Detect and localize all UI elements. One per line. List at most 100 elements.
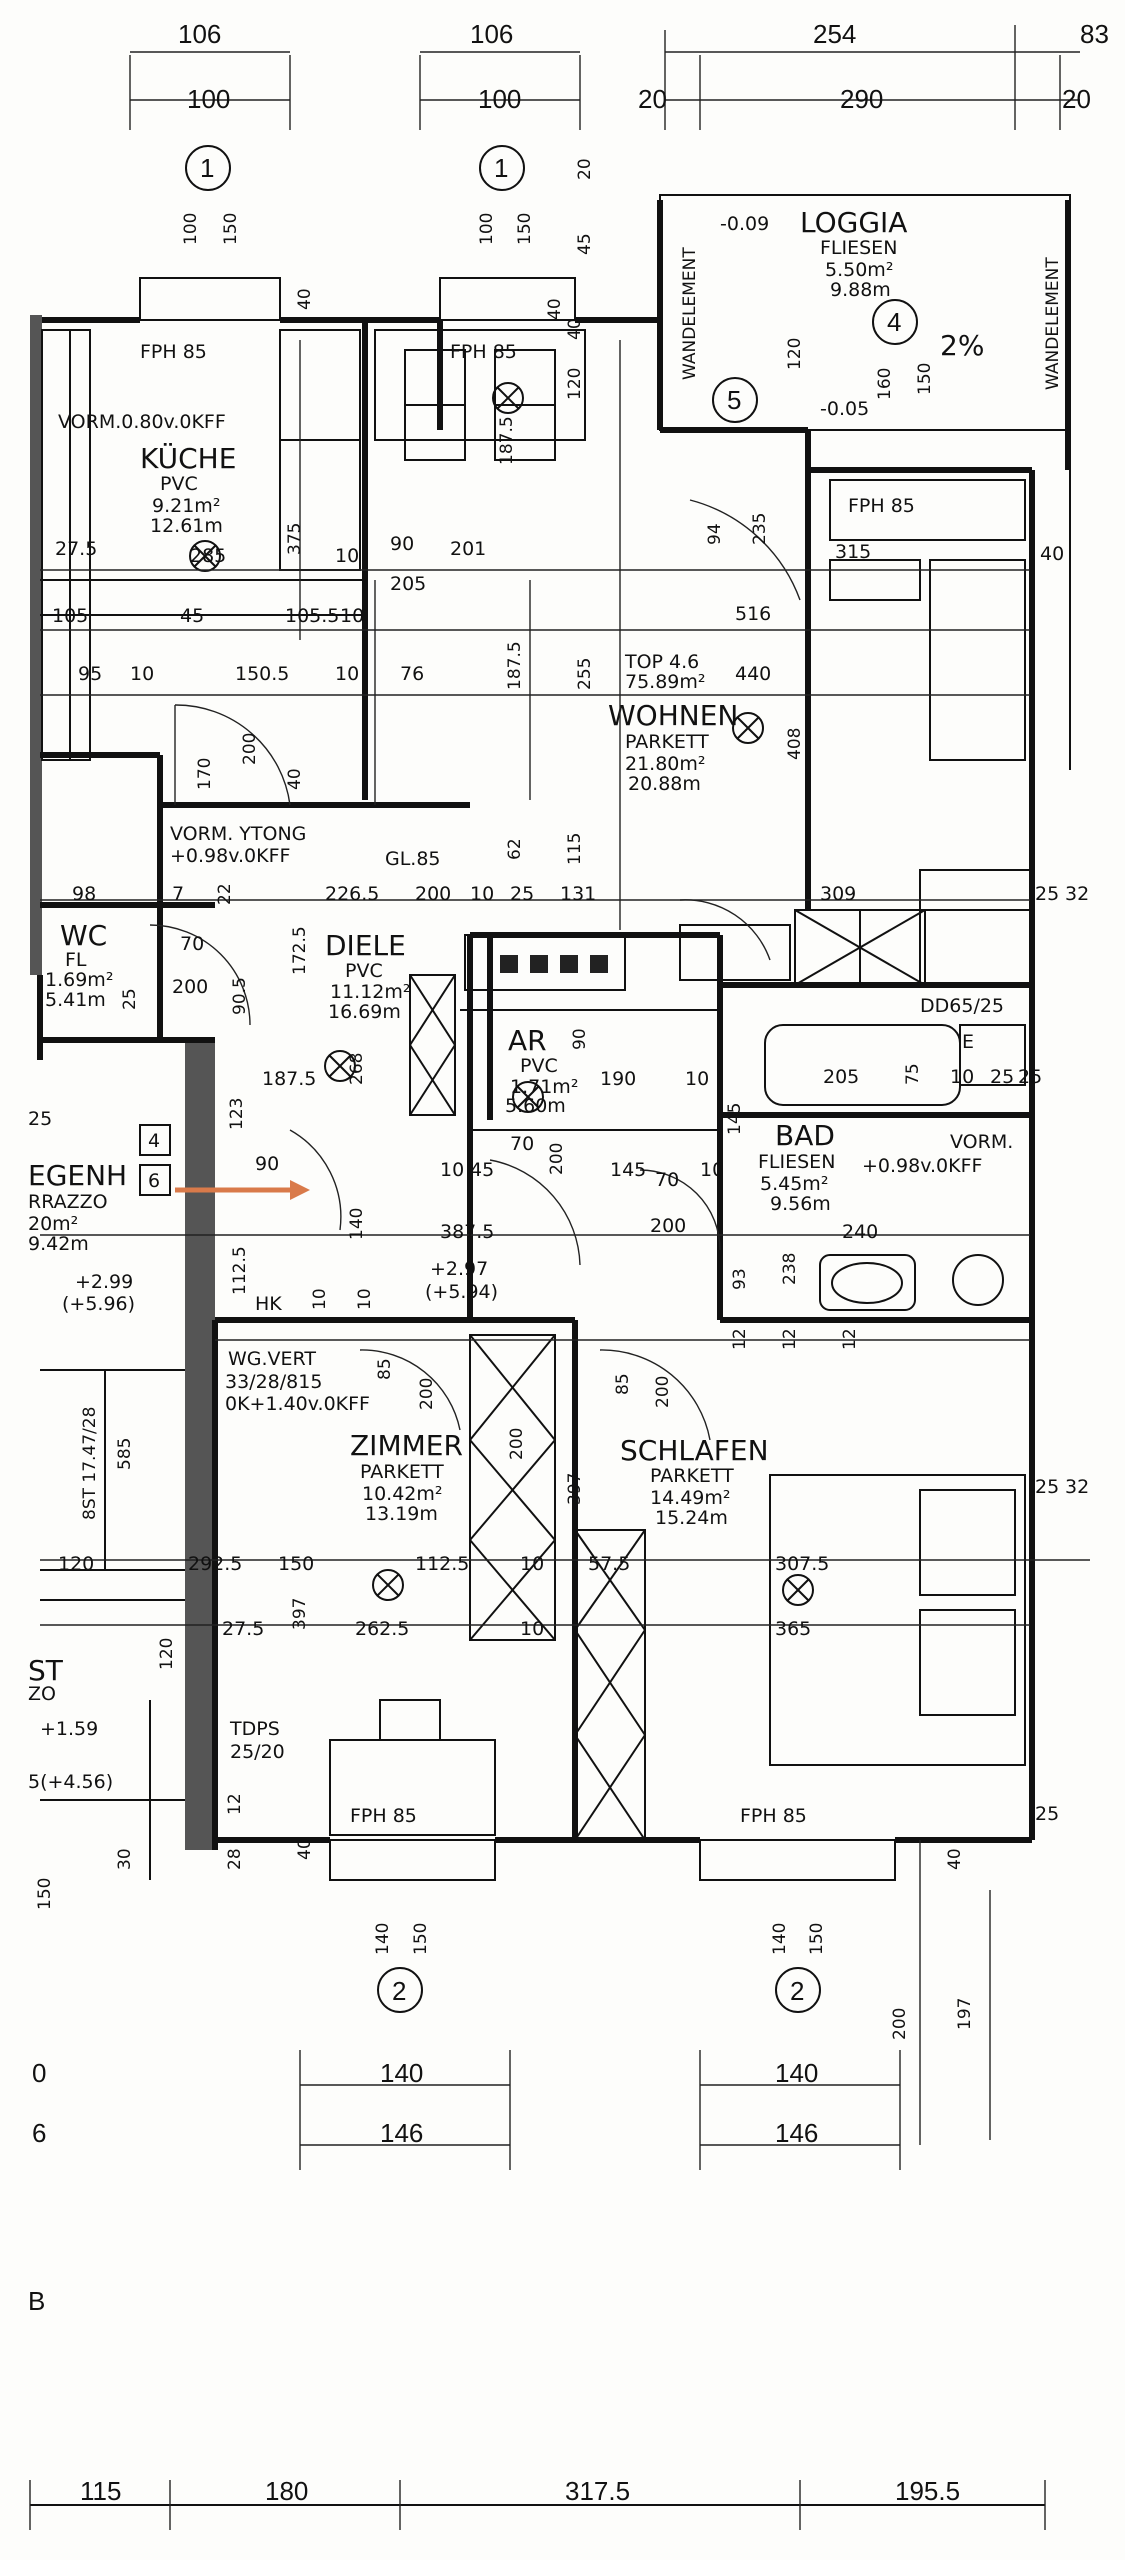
dim-bottom-140b: 140 — [775, 2058, 818, 2088]
ar-name: AR — [508, 1024, 547, 1057]
window-marker-2b: 2 — [790, 1976, 804, 2006]
dim-115: 115 — [565, 833, 585, 865]
box-6: 6 — [148, 1170, 160, 1192]
ar-floor: PVC — [520, 1055, 558, 1077]
dim-32: 32 — [1065, 883, 1089, 905]
room-schlafen: SCHLAFEN PARKETT 14.49m² 15.24m FPH 85 — [620, 1434, 807, 1827]
bad-vorm-level: +0.98v.0KFF — [862, 1155, 982, 1177]
diele-floor: PVC — [345, 960, 383, 982]
dim-10e: 10 — [470, 883, 494, 905]
level-diele2: (+5.94) — [425, 1281, 498, 1303]
stiegenhaus-name: EGENH — [28, 1159, 127, 1192]
stairs-num: 585 — [115, 1438, 135, 1470]
dim-200d: 200 — [547, 1143, 567, 1175]
st-label: ST — [28, 1654, 64, 1687]
loggia-slope: 2% — [940, 329, 984, 362]
dim-200c: 200 — [172, 976, 208, 998]
ar-area: 1.71m² — [510, 1076, 578, 1098]
dim-3075: 307.5 — [775, 1553, 829, 1575]
zimmer-name: ZIMMER — [350, 1429, 463, 1462]
dim-200g: 200 — [417, 1378, 437, 1410]
dim-1725: 172.5 — [290, 926, 310, 975]
kueche-area: 9.21m² — [152, 495, 220, 517]
dim-1875b: 187.5 — [497, 416, 517, 465]
dim-bottom-3175: 317.5 — [565, 2476, 630, 2506]
kitchen-fixtures — [41, 329, 1031, 986]
wc-perimeter: 5.41m — [45, 989, 106, 1011]
dim-150a: 150 — [278, 1553, 314, 1575]
dim-200h: 200 — [507, 1428, 527, 1460]
dim-120a: 120 — [565, 368, 585, 400]
dim-90c: 90 — [570, 1028, 590, 1050]
top-label: TOP 4.6 — [624, 651, 699, 673]
dim-140: 140 — [347, 1208, 367, 1240]
dim-12a: 12 — [780, 1328, 800, 1350]
ceiling-lights — [189, 382, 814, 1606]
wg-vert: WG.VERT — [228, 1348, 316, 1370]
room-kueche: VORM.0.80v.0KFF KÜCHE PVC 9.21m² 12.61m … — [58, 341, 236, 537]
dim-30: 30 — [115, 1848, 135, 1870]
dim-440: 440 — [735, 663, 771, 685]
dim-140-vert-b: 140 — [770, 1923, 790, 1955]
window-marker-5: 5 — [727, 385, 741, 415]
ar-perimeter: 5.60m — [505, 1095, 566, 1117]
dim-1875a: 187.5 — [505, 641, 525, 690]
dim-150-mid: 150 — [515, 213, 535, 245]
top-dimension-chains: 106 106 254 83 100 100 20 290 20 — [129, 19, 1109, 130]
dim-170: 170 — [195, 758, 215, 790]
gl85-label: GL.85 — [385, 848, 441, 870]
bad-floor: FLIESEN — [758, 1151, 835, 1173]
window-markers-top: 1 1 100 150 100 150 20 45 — [181, 145, 595, 255]
level-stairs2: (+5.96) — [62, 1293, 135, 1315]
dim-145b: 145 — [610, 1159, 646, 1181]
box-4: 4 — [148, 1130, 160, 1152]
dim-200e: 200 — [650, 1215, 686, 1237]
dim-408: 408 — [785, 728, 805, 760]
dim-309: 309 — [820, 883, 856, 905]
dim-10k: 10 — [355, 1288, 375, 1310]
dim-100-mid: 100 — [477, 213, 497, 245]
loggia-perimeter: 9.88m — [830, 279, 891, 301]
dim-375: 375 — [285, 523, 305, 555]
dim-76: 76 — [400, 663, 424, 685]
dim-2265: 226.5 — [325, 883, 379, 905]
dim-190: 190 — [600, 1068, 636, 1090]
top-area: 75.89m² — [625, 671, 706, 693]
dim-240: 240 — [842, 1221, 878, 1243]
dim-45: 45 — [180, 605, 204, 627]
fph-top-mid: FPH 85 — [450, 341, 517, 363]
dim-255: 255 — [575, 658, 595, 690]
level-bottom-left: +1.59 — [40, 1718, 98, 1740]
dim-235: 235 — [750, 513, 770, 545]
dim-bottom-146b: 146 — [775, 2118, 818, 2148]
dim-1505: 150.5 — [235, 663, 289, 685]
dim-201: 201 — [450, 538, 486, 560]
zimmer-perimeter: 13.19m — [365, 1503, 438, 1525]
dim-365: 365 — [775, 1618, 811, 1640]
dim-10h: 10 — [440, 1159, 464, 1181]
dim-top-100b: 100 — [478, 84, 521, 114]
dim-70a: 70 — [180, 933, 204, 955]
dim-205b: 205 — [823, 1066, 859, 1088]
loggia-level1: -0.09 — [720, 213, 769, 235]
dim-516: 516 — [735, 603, 771, 625]
dim-10b: 10 — [340, 605, 364, 627]
dim-200a: 200 — [240, 733, 260, 765]
stairwell-labels: EGENH RRAZZO 20m² 9.42m 25 +2.99 (+5.96)… — [28, 1108, 171, 1793]
dim-90b: 90 — [255, 1153, 279, 1175]
dim-top-20b: 20 — [1062, 84, 1091, 114]
dim-200f: 200 — [653, 1376, 673, 1408]
vorm-ytong: VORM. YTONG — [170, 823, 306, 845]
dim-275a: 27.5 — [55, 538, 97, 560]
bottom-dimension-chains: 2 2 140 140 146 146 0 6 140 150 140 150 … — [28, 1840, 1046, 2530]
kueche-note: VORM.0.80v.0KFF — [58, 411, 226, 433]
stiegenhaus-perimeter: 9.42m — [28, 1233, 89, 1255]
dim-20-vert: 20 — [575, 158, 595, 180]
loggia-level2: -0.05 — [820, 398, 869, 420]
dim-40e: 40 — [945, 1848, 965, 1870]
level-bottom-left2: 5(+4.56) — [28, 1771, 113, 1793]
dim-40d: 40 — [295, 1838, 315, 1860]
bad-perimeter: 9.56m — [770, 1193, 831, 1215]
interior-dimensions: 375 10 90 201 205 105 45 105.5 10 95 10 … — [40, 288, 1090, 1870]
level-diele: +2.97 — [430, 1258, 488, 1280]
